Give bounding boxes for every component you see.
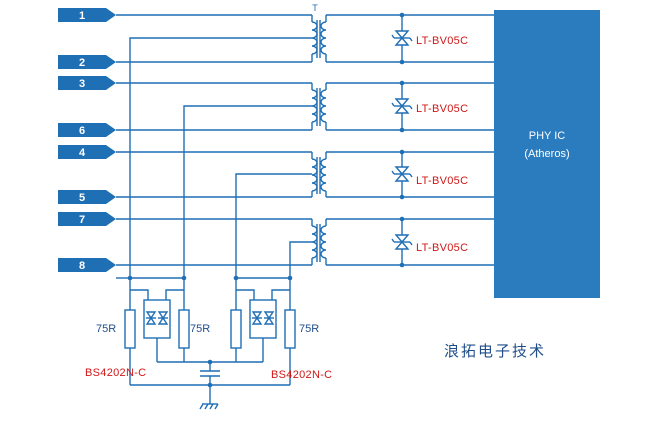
resistor-3 <box>230 278 242 362</box>
port-connector-7: 7 <box>58 212 116 226</box>
tvs-label-3: LT-BV05C <box>416 175 468 187</box>
port-label-2: 2 <box>79 57 85 69</box>
resistor-2: 75R <box>178 278 210 362</box>
port-connector-1: 1 <box>58 8 116 22</box>
tvs-diode-1: LT-BV05C <box>391 12 468 65</box>
phy-chip-subtitle: (Atheros) <box>524 148 569 160</box>
tvs-diode-2: LT-BV05C <box>391 80 468 133</box>
transformer-4 <box>311 219 327 265</box>
port-label-6: 6 <box>79 125 85 137</box>
resistor-label-1: 75R <box>96 323 116 335</box>
center-tap-wiring <box>116 37 312 281</box>
port-label-8: 8 <box>79 260 85 272</box>
port-connector-3: 3 <box>58 76 116 90</box>
ground-network <box>130 359 290 388</box>
port-connector-5: 5 <box>58 190 116 204</box>
port-connector-6: 6 <box>58 123 116 137</box>
port-label-4: 4 <box>79 147 86 159</box>
tvs-diode-4: LT-BV05C <box>391 216 468 268</box>
resistor-4: 75R <box>284 278 319 385</box>
tvs-label-2: LT-BV05C <box>416 103 468 115</box>
bs4202-device-2: BS4202N-C <box>236 289 332 381</box>
port-connector-8: 8 <box>58 258 116 272</box>
resistor-label-3: 75R <box>299 323 319 335</box>
bs4202-label-2: BS4202N-C <box>271 369 332 381</box>
tvs-diode-3: LT-BV05C <box>391 149 468 200</box>
tvs-label-1: LT-BV05C <box>416 35 468 47</box>
port-connector-4: 4 <box>58 145 116 159</box>
bs4202-device-1: BS4202N-C <box>85 289 184 379</box>
tvs-label-4: LT-BV05C <box>416 242 468 254</box>
bs4202-label-1: BS4202N-C <box>85 367 146 379</box>
transformer-label: T <box>312 3 318 13</box>
phy-chip-title: PHY IC <box>529 130 566 142</box>
phy-chip <box>494 10 600 298</box>
port-label-3: 3 <box>79 78 85 90</box>
port-label-5: 5 <box>79 192 85 204</box>
ground-symbol-icon <box>199 385 219 410</box>
transformer-2 <box>311 83 327 130</box>
transformer-3 <box>311 152 327 197</box>
resistor-label-2: 75R <box>190 323 210 335</box>
phy-wiring <box>326 14 494 266</box>
port-connector-2: 2 <box>58 55 116 69</box>
watermark-text: 浪拓电子技术 <box>444 342 546 360</box>
transformer-1 <box>311 15 327 62</box>
port-label-1: 1 <box>79 10 85 22</box>
resistor-1: 75R <box>96 278 136 385</box>
port-wiring <box>116 14 312 266</box>
port-label-7: 7 <box>79 214 85 226</box>
